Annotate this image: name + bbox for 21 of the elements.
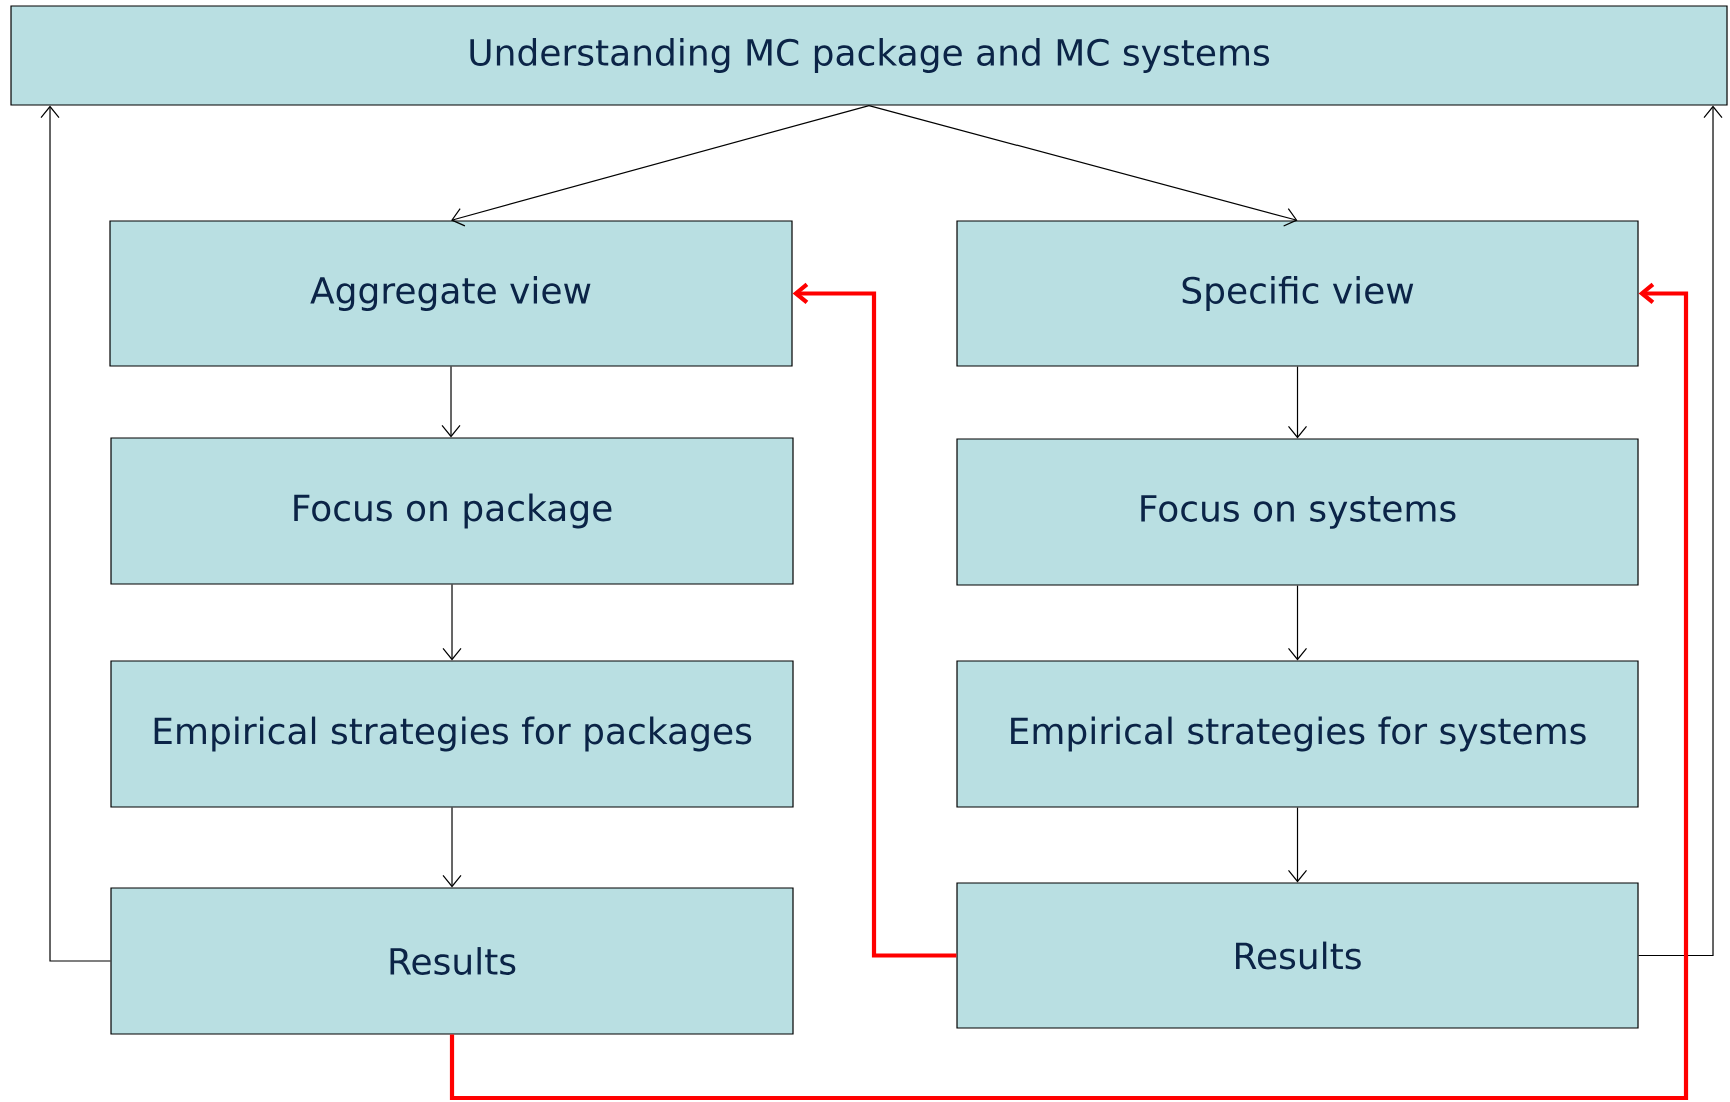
process-box: Empirical strategies for packages xyxy=(110,660,794,808)
arrow xyxy=(1287,585,1308,661)
arrow xyxy=(442,807,462,888)
arrow xyxy=(441,366,461,438)
process-box: Focus on package xyxy=(110,437,794,585)
arrow xyxy=(449,282,1689,1101)
process-box: Results xyxy=(110,887,794,1035)
arrow xyxy=(1287,807,1308,883)
process-box: Focus on systems xyxy=(956,438,1639,586)
arrow xyxy=(451,105,870,227)
process-box: Aggregate view xyxy=(109,220,793,367)
arrow xyxy=(792,282,957,958)
process-box: Specific view xyxy=(956,220,1639,367)
arrow xyxy=(40,105,111,962)
process-box: Empirical strategies for systems xyxy=(956,660,1639,808)
arrow xyxy=(1287,366,1308,439)
arrow xyxy=(868,105,1298,227)
process-box: Results xyxy=(956,882,1639,1029)
arrow xyxy=(1638,105,1723,957)
heading-box: Understanding MC package and MC systems xyxy=(10,5,1728,106)
arrow xyxy=(442,584,462,661)
